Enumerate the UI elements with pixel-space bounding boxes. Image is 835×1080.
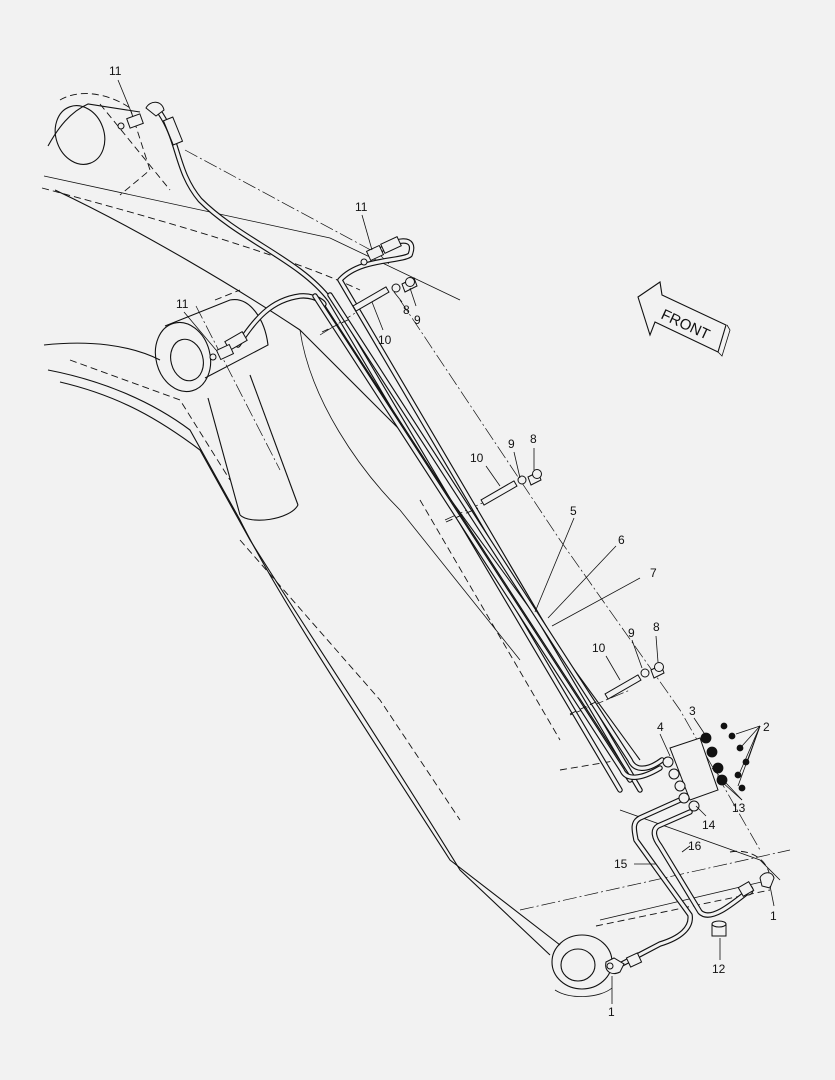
clamp-set-lower [604, 662, 665, 700]
callout-9-middle: 9 [508, 437, 515, 451]
fitting-11-mid [360, 244, 385, 266]
callout-10-middle: 10 [470, 451, 484, 465]
callout-2: 2 [763, 720, 770, 734]
callout-10-upper: 10 [378, 333, 392, 347]
clamp-set-middle [480, 469, 542, 506]
leader-lines [117, 79, 775, 1004]
callout-6: 6 [618, 533, 625, 547]
manifold-block [662, 722, 750, 812]
front-direction-arrow: FRONT [637, 281, 731, 357]
boom-structure [41, 93, 791, 997]
callout-16: 16 [688, 839, 702, 853]
callout-9-upper: 9 [414, 313, 421, 327]
plug-12 [711, 920, 727, 937]
fittings [117, 101, 775, 975]
callout-10-lower: 10 [592, 641, 606, 655]
callout-1-foot: 1 [608, 1005, 615, 1019]
fitting-11-top [117, 101, 165, 130]
hoses [155, 107, 753, 968]
callout-1-right: 1 [770, 909, 777, 923]
callout-5: 5 [570, 504, 577, 518]
front-label: FRONT [658, 306, 712, 343]
clamp-set-upper [352, 277, 418, 312]
callout-8-upper: 8 [403, 303, 410, 317]
callout-3: 3 [689, 704, 696, 718]
callout-11-top: 11 [109, 64, 122, 78]
callout-13: 13 [732, 801, 746, 815]
elbow-1-foot [605, 957, 625, 975]
callout-15: 15 [614, 857, 628, 871]
callout-labels: 11 11 11 8 9 10 9 8 10 5 6 7 9 8 10 3 4 … [109, 64, 777, 1019]
callout-8-middle: 8 [530, 432, 537, 446]
callout-11-cylinder: 11 [176, 297, 189, 311]
callout-12: 12 [712, 962, 726, 976]
callout-11-mid: 11 [355, 200, 368, 214]
callout-4: 4 [657, 720, 664, 734]
fitting-11-cylinder [209, 343, 235, 361]
callout-8-lower: 8 [653, 620, 660, 634]
callout-9-lower: 9 [628, 626, 635, 640]
callout-14: 14 [702, 818, 716, 832]
callout-7: 7 [650, 566, 657, 580]
